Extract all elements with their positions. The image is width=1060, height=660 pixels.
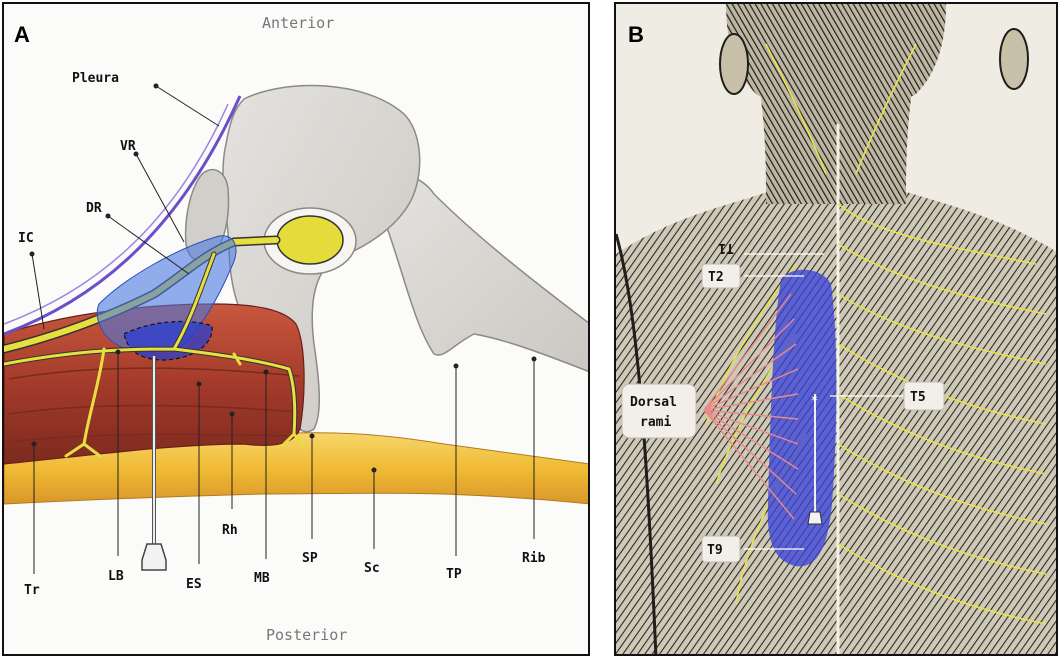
label-tp: TP (446, 567, 462, 582)
injectate-spread (767, 269, 837, 567)
label-t5: T5 (910, 390, 926, 405)
label-ic: IC (18, 231, 34, 246)
muscle-fiber-1 (8, 367, 300, 380)
transverse-process-rib (380, 175, 588, 373)
medial-branch (64, 347, 306, 458)
head (726, 4, 946, 109)
label-dr: DR (86, 201, 102, 216)
panel-a-diagram: A Anterior Posterior (4, 14, 588, 644)
right-ear (999, 28, 1029, 90)
posterior-label: Posterior (266, 626, 347, 644)
needle-hub (141, 543, 167, 571)
left-ear (719, 33, 749, 95)
label-t1: T1 (718, 240, 734, 255)
panel-b-illustration: ✶ B T1 T2 T5 T9 Dorsal rami (616, 4, 1056, 654)
dorsal-rami-lines (703, 293, 799, 520)
label-mb: MB (254, 571, 270, 586)
needle-star-icon: ✶ (811, 391, 818, 405)
tag-t2-box (701, 263, 741, 289)
label-rib: Rib (522, 551, 546, 566)
label-sc: Sc (364, 561, 380, 576)
label-sp: SP (302, 551, 318, 566)
label-pleura: Pleura (72, 71, 119, 86)
label-t9: T9 (707, 543, 723, 558)
label-lb: LB (108, 569, 124, 584)
leader-lines (29, 83, 537, 574)
spinal-cord (276, 215, 344, 265)
label-rh: Rh (222, 523, 238, 538)
label-t2: T2 (708, 270, 724, 285)
label-rami: rami (640, 415, 671, 430)
needle-b-hub (807, 511, 823, 525)
tag-t5-box (903, 381, 945, 411)
muscle-fiber-2 (8, 404, 300, 415)
muscle-fiber-3 (8, 433, 295, 443)
pleura-line-outer (4, 95, 242, 336)
tag-t9-box (701, 535, 741, 563)
label-dorsal: Dorsal (630, 395, 677, 410)
pleura-line-inner (4, 103, 229, 325)
panel-a: A Anterior Posterior (2, 2, 590, 656)
tag-dorsal-rami-box (621, 383, 697, 439)
anterior-label: Anterior (262, 14, 334, 32)
label-tr: Tr (24, 583, 40, 598)
panel-letter-a: A (14, 22, 30, 47)
label-vr: VR (120, 139, 136, 154)
label-es: ES (186, 577, 202, 592)
level-pointers (744, 253, 906, 550)
panel-b: ✶ B T1 T2 T5 T9 Dorsal rami (614, 2, 1058, 656)
panel-letter-b: B (628, 22, 644, 47)
